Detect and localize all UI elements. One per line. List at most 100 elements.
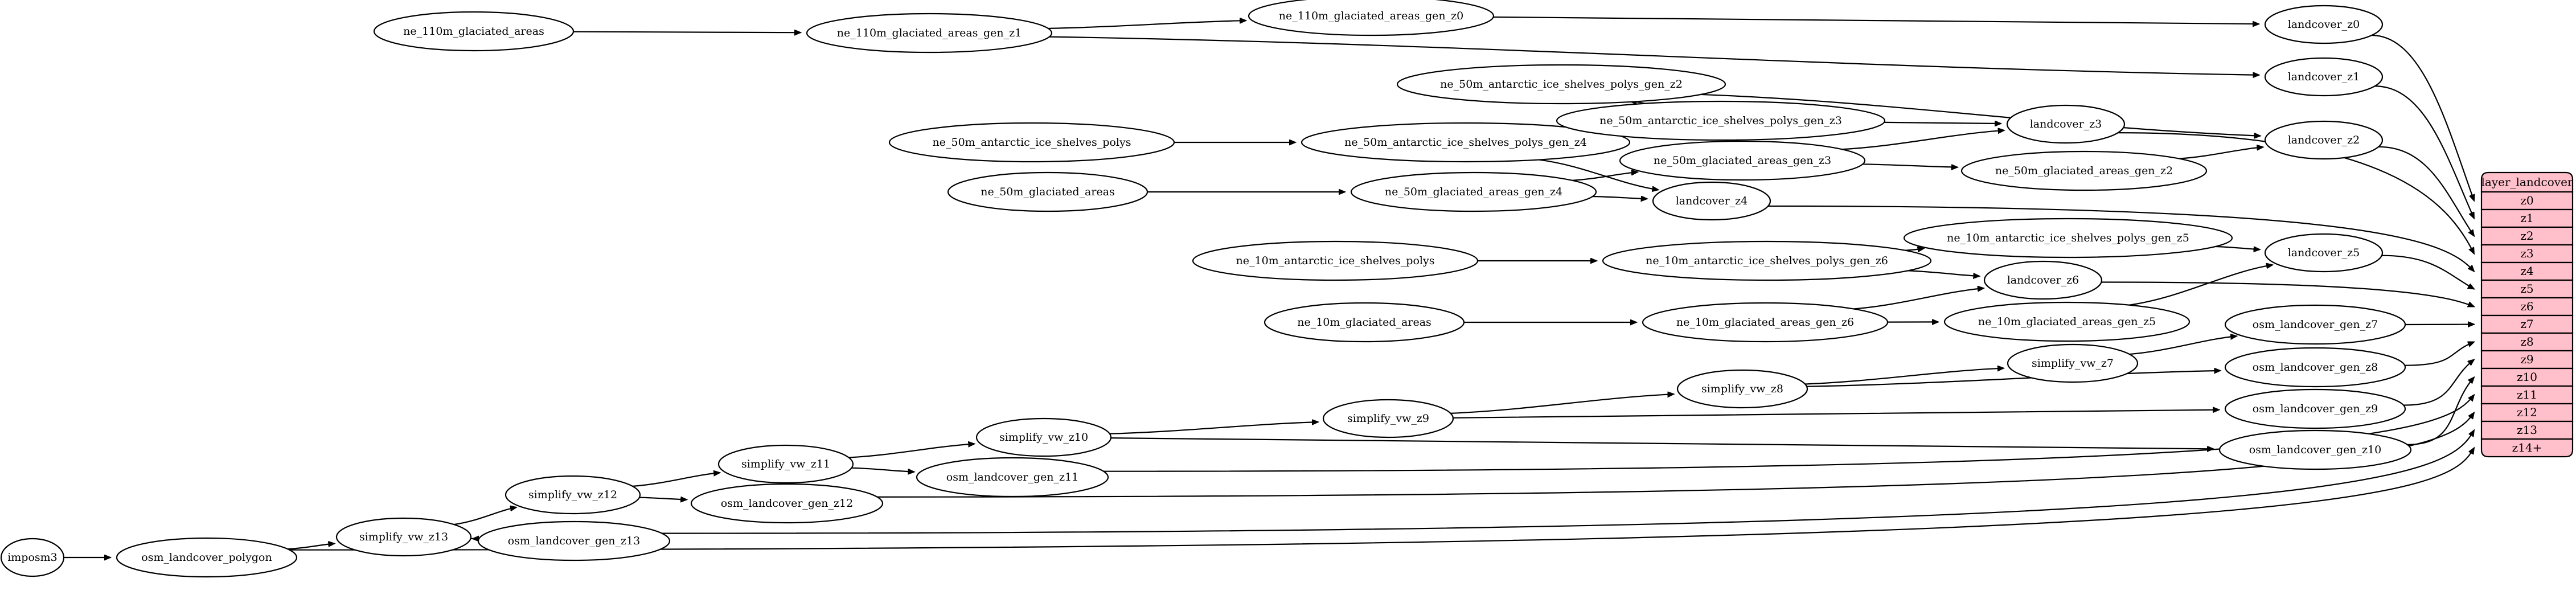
node-landcover_z1[interactable]: landcover_z1 xyxy=(2264,57,2384,97)
node-shape xyxy=(1350,171,1597,212)
record-header-label: layer_landcover xyxy=(2481,175,2573,189)
node-shape xyxy=(806,13,1053,54)
node-label: ne_10m_glaciated_areas xyxy=(1297,316,1431,329)
edge-landcover_z3--to--layer_landcover-z3 xyxy=(2118,132,2474,253)
node-shape xyxy=(504,475,641,515)
edge-ne_50m_glaciated_areas_gen_z2--to--landcover_z2 xyxy=(2179,147,2263,159)
node-ne_50m_antarctic_ice_shelves_polys_gen_z3[interactable]: ne_50m_antarctic_ice_shelves_polys_gen_z… xyxy=(1556,100,1886,141)
node-label: ne_50m_antarctic_ice_shelves_polys xyxy=(933,136,1131,149)
node-osm_landcover_polygon[interactable]: osm_landcover_polygon xyxy=(116,537,298,578)
node-label: imposm3 xyxy=(7,551,58,564)
node-ne_10m_antarctic_ice_shelves_polys_gen_z5[interactable]: ne_10m_antarctic_ice_shelves_polys_gen_z… xyxy=(1903,218,2233,259)
node-osm_landcover_gen_z9[interactable]: osm_landcover_gen_z9 xyxy=(2224,388,2406,429)
node-landcover_z6[interactable]: landcover_z6 xyxy=(1983,260,2103,300)
node-shape xyxy=(2007,343,2139,383)
node-label: ne_50m_antarctic_ice_shelves_polys_gen_z… xyxy=(1440,78,1683,91)
edge-simplify_vw_z13--to--simplify_vw_z12 xyxy=(453,507,516,526)
node-ne_110m_glaciated_areas_gen_z1[interactable]: ne_110m_glaciated_areas_gen_z1 xyxy=(806,13,1053,54)
node-ne_10m_glaciated_areas_gen_z6[interactable]: ne_10m_glaciated_areas_gen_z6 xyxy=(1642,302,1889,343)
edge-osm_landcover_gen_z10--to--layer_landcover-z10 xyxy=(2407,378,2474,445)
node-label: osm_landcover_gen_z13 xyxy=(508,535,640,547)
node-ne_10m_glaciated_areas_gen_z5[interactable]: ne_10m_glaciated_areas_gen_z5 xyxy=(1943,301,2191,342)
node-label: ne_110m_glaciated_areas_gen_z0 xyxy=(1279,10,1463,22)
edge-ne_10m_glaciated_areas_gen_z5--to--landcover_z5 xyxy=(2129,265,2273,306)
node-ne_10m_glaciated_areas[interactable]: ne_10m_glaciated_areas xyxy=(1264,302,1465,343)
node-ne_50m_antarctic_ice_shelves_polys_gen_z2[interactable]: ne_50m_antarctic_ice_shelves_polys_gen_z… xyxy=(1396,64,1726,105)
node-osm_landcover_gen_z12[interactable]: osm_landcover_gen_z12 xyxy=(690,483,884,524)
node-landcover_z3[interactable]: landcover_z3 xyxy=(2006,104,2126,144)
node-simplify_vw_z11[interactable]: simplify_vw_z11 xyxy=(717,444,854,484)
node-landcover_z0[interactable]: landcover_z0 xyxy=(2264,5,2384,44)
record-header-cell xyxy=(2480,171,2574,193)
edge-landcover_z6--to--layer_landcover-z6 xyxy=(2101,281,2474,307)
record-row-label-z12: z12 xyxy=(2517,405,2537,419)
node-simplify_vw_z7[interactable]: simplify_vw_z7 xyxy=(2007,343,2139,383)
edge-osm_landcover_polygon--to--simplify_vw_z13 xyxy=(288,544,334,550)
edge-landcover_z5--to--layer_landcover-z5 xyxy=(2381,255,2474,289)
node-label: osm_landcover_gen_z9 xyxy=(2253,403,2378,415)
record-row-label-z7: z7 xyxy=(2520,317,2533,331)
node-ne_10m_antarctic_ice_shelves_polys[interactable]: ne_10m_antarctic_ice_shelves_polys xyxy=(1192,240,1479,281)
node-landcover_z4[interactable]: landcover_z4 xyxy=(1652,181,1771,221)
edge-osm_landcover_gen_z13--to--layer_landcover-z13 xyxy=(662,430,2474,534)
node-osm_landcover_gen_z13[interactable]: osm_landcover_gen_z13 xyxy=(477,520,671,561)
record-row-label-z4: z4 xyxy=(2520,264,2533,278)
node-imposm3[interactable]: imposm3 xyxy=(0,538,65,577)
record-row-label-z9: z9 xyxy=(2520,352,2533,366)
node-simplify_vw_z9[interactable]: simplify_vw_z9 xyxy=(1322,399,1454,438)
node-osm_landcover_gen_z7[interactable]: osm_landcover_gen_z7 xyxy=(2224,304,2406,345)
record-row-label-z8: z8 xyxy=(2520,335,2533,348)
edge-simplify_vw_z10--to--osm_landcover_gen_z10 xyxy=(1110,437,2213,449)
node-label: osm_landcover_gen_z11 xyxy=(946,471,1078,483)
node-label: simplify_vw_z10 xyxy=(999,431,1088,444)
node-simplify_vw_z13[interactable]: simplify_vw_z13 xyxy=(335,517,472,557)
record-row-label-z0: z0 xyxy=(2520,194,2533,207)
node-shape xyxy=(1192,240,1479,281)
node-label: simplify_vw_z9 xyxy=(1347,412,1429,425)
node-ne_50m_glaciated_areas_gen_z3[interactable]: ne_50m_glaciated_areas_gen_z3 xyxy=(1619,140,1866,181)
node-osm_landcover_gen_z10[interactable]: osm_landcover_gen_z10 xyxy=(2218,429,2412,470)
node-ne_50m_antarctic_ice_shelves_polys_gen_z4[interactable]: ne_50m_antarctic_ice_shelves_polys_gen_z… xyxy=(1301,122,1631,163)
node-shape xyxy=(1676,369,1808,409)
node-osm_landcover_gen_z11[interactable]: osm_landcover_gen_z11 xyxy=(916,457,1109,498)
node-shape xyxy=(2224,388,2406,429)
node-label: simplify_vw_z11 xyxy=(741,458,830,470)
node-shape xyxy=(1960,150,2208,191)
node-shape xyxy=(916,457,1109,498)
node-shape xyxy=(2264,233,2384,273)
node-ne_110m_glaciated_areas[interactable]: ne_110m_glaciated_areas xyxy=(373,11,575,52)
node-shape xyxy=(1556,100,1886,141)
node-simplify_vw_z12[interactable]: simplify_vw_z12 xyxy=(504,475,641,515)
edge-landcover_z4--to--layer_landcover-z4 xyxy=(1768,205,2474,272)
node-label: ne_10m_antarctic_ice_shelves_polys_gen_z… xyxy=(1947,232,2189,244)
node-label: osm_landcover_gen_z12 xyxy=(721,497,853,510)
node-label: ne_50m_glaciated_areas xyxy=(981,186,1115,198)
node-osm_landcover_gen_z8[interactable]: osm_landcover_gen_z8 xyxy=(2224,347,2406,388)
node-shape xyxy=(1264,302,1465,343)
node-simplify_vw_z8[interactable]: simplify_vw_z8 xyxy=(1676,369,1808,409)
node-shape xyxy=(1396,64,1726,105)
node-shape xyxy=(477,520,671,561)
record-row-label-z1: z1 xyxy=(2520,211,2533,225)
edge-ne_10m_glaciated_areas_gen_z6--to--landcover_z6 xyxy=(1853,288,1984,310)
node-shape xyxy=(2224,304,2406,345)
node-ne_10m_antarctic_ice_shelves_polys_gen_z6[interactable]: ne_10m_antarctic_ice_shelves_polys_gen_z… xyxy=(1602,240,1932,281)
record-row-cell-z14+[interactable] xyxy=(2480,438,2574,458)
node-label: osm_landcover_gen_z10 xyxy=(2249,444,2381,456)
node-label: ne_10m_glaciated_areas_gen_z5 xyxy=(1978,315,2156,328)
node-simplify_vw_z10[interactable]: simplify_vw_z10 xyxy=(975,417,1112,457)
edge-landcover_z0--to--layer_landcover-z0 xyxy=(2372,34,2474,201)
edge-ne_50m_antarctic_ice_shelves_polys_gen_z2--to--landcover_z2 xyxy=(1700,93,2261,136)
node-ne_50m_glaciated_areas_gen_z2[interactable]: ne_50m_glaciated_areas_gen_z2 xyxy=(1960,150,2208,191)
record-row-label-z10: z10 xyxy=(2517,370,2537,384)
record-row-label-z6: z6 xyxy=(2520,300,2533,313)
node-landcover_z5[interactable]: landcover_z5 xyxy=(2264,233,2384,273)
node-label: ne_110m_glaciated_areas_gen_z1 xyxy=(837,27,1022,39)
node-label: ne_50m_antarctic_ice_shelves_polys_gen_z… xyxy=(1344,136,1587,149)
node-ne_50m_antarctic_ice_shelves_polys[interactable]: ne_50m_antarctic_ice_shelves_polys xyxy=(888,122,1175,163)
node-ne_50m_glaciated_areas_gen_z4[interactable]: ne_50m_glaciated_areas_gen_z4 xyxy=(1350,171,1597,212)
node-ne_50m_glaciated_areas[interactable]: ne_50m_glaciated_areas xyxy=(947,171,1148,212)
node-shape xyxy=(2264,5,2384,44)
node-landcover_z2[interactable]: landcover_z2 xyxy=(2264,120,2384,160)
node-ne_110m_glaciated_areas_gen_z0[interactable]: ne_110m_glaciated_areas_gen_z0 xyxy=(1248,0,1495,36)
